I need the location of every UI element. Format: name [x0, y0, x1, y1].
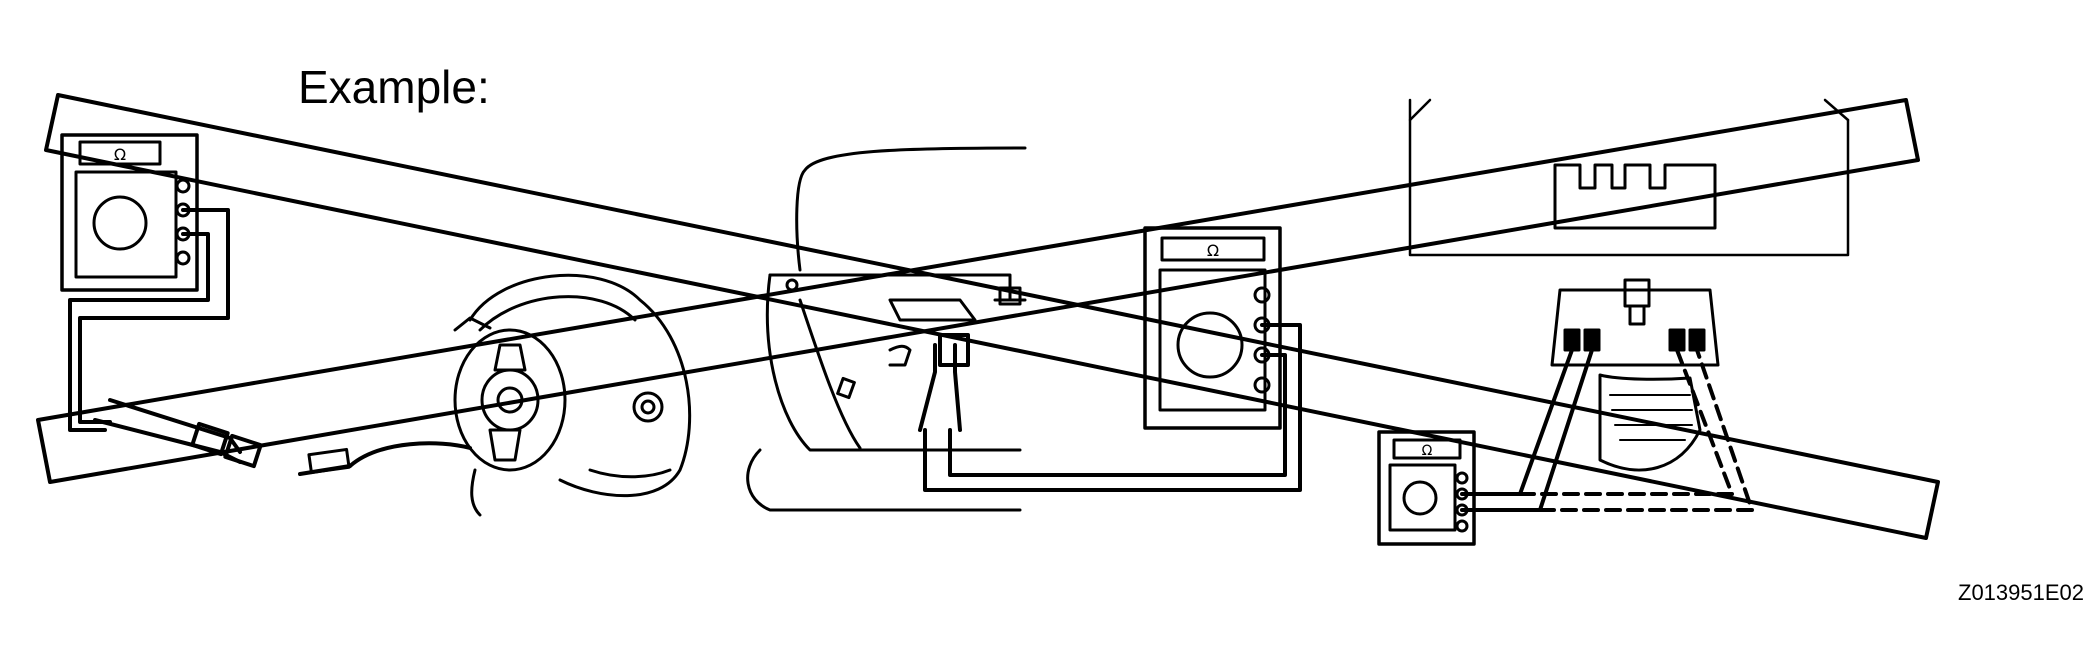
probe-leads-middle: [918, 323, 1302, 492]
probe-leads-right: [1460, 348, 1754, 512]
figure-title: Example:: [298, 61, 490, 113]
figure-code: Z013951E02: [1958, 580, 2084, 605]
probe-leads-left: [68, 208, 263, 469]
ohm-symbol-left: Ω: [114, 145, 126, 164]
ohmmeter-right: Ω: [1377, 430, 1476, 546]
cross-out-bar-ascending: [36, 98, 1920, 484]
connector-harness: [1550, 278, 1720, 472]
ohm-symbol-middle: Ω: [1207, 241, 1219, 260]
cross-out-bar-descending: [44, 93, 1940, 540]
connector-detail-box: [1408, 98, 1850, 257]
clock-spring-assembly: [298, 273, 692, 517]
ohmmeter-middle: Ω: [1143, 226, 1282, 430]
ohm-symbol-right: Ω: [1422, 443, 1433, 459]
instrument-panel-outline: [746, 146, 1027, 512]
